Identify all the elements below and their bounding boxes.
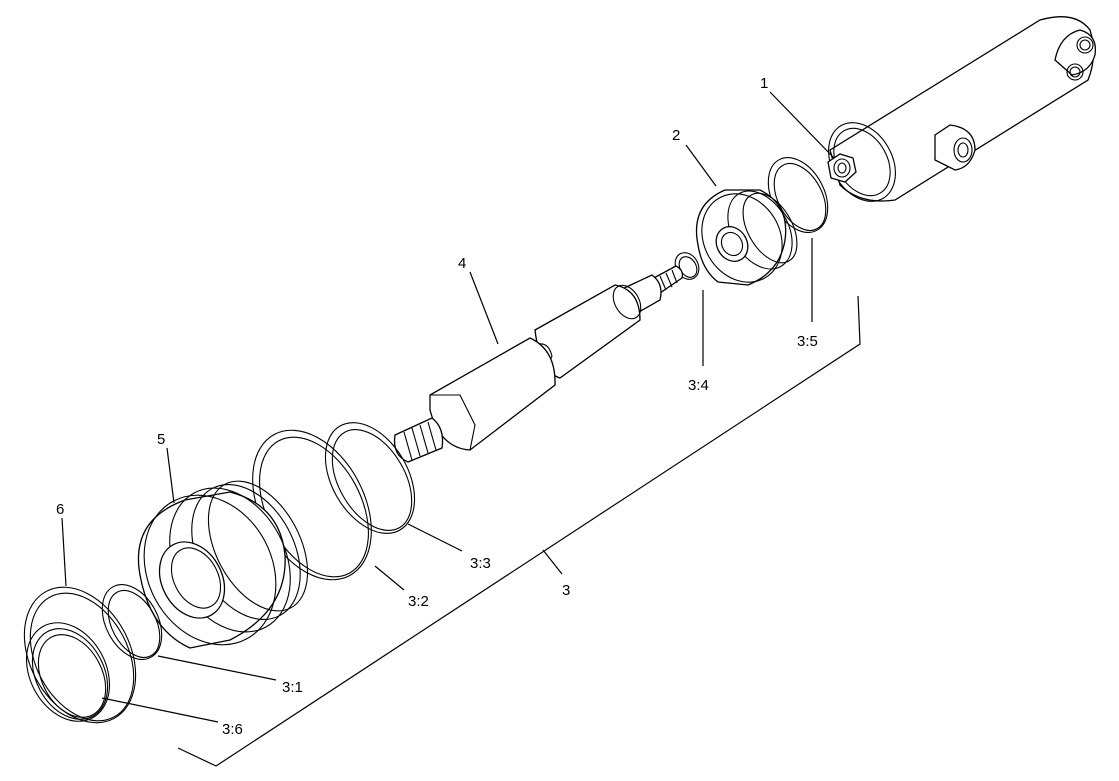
callout-3-2: 3:2: [408, 593, 429, 610]
wiper-ring: [23, 586, 137, 724]
piston-head: [695, 189, 798, 286]
callout-3-1: 3:1: [282, 679, 303, 696]
callout-3-4: 3:4: [688, 377, 709, 394]
piston-rod: [393, 265, 684, 463]
o-ring-3-3: [324, 422, 416, 534]
callout-6: 6: [56, 501, 64, 518]
cylinder-barrel: [828, 16, 1097, 202]
callout-labels: 1 2 4 5 6 3:4 3:5 3:3 3:2 3 3:1 3:6: [56, 75, 818, 738]
callout-5: 5: [157, 431, 165, 448]
fitting-nut: [827, 153, 857, 183]
callout-4: 4: [458, 255, 466, 272]
callout-3: 3: [562, 582, 570, 599]
callout-3-3: 3:3: [470, 555, 491, 572]
callout-3-6: 3:6: [222, 721, 243, 738]
callout-3-5: 3:5: [797, 333, 818, 350]
o-ring-3-1: [101, 584, 163, 660]
callout-1: 1: [760, 75, 768, 92]
leader-lines: [61, 91, 861, 767]
callout-2: 2: [672, 127, 680, 144]
